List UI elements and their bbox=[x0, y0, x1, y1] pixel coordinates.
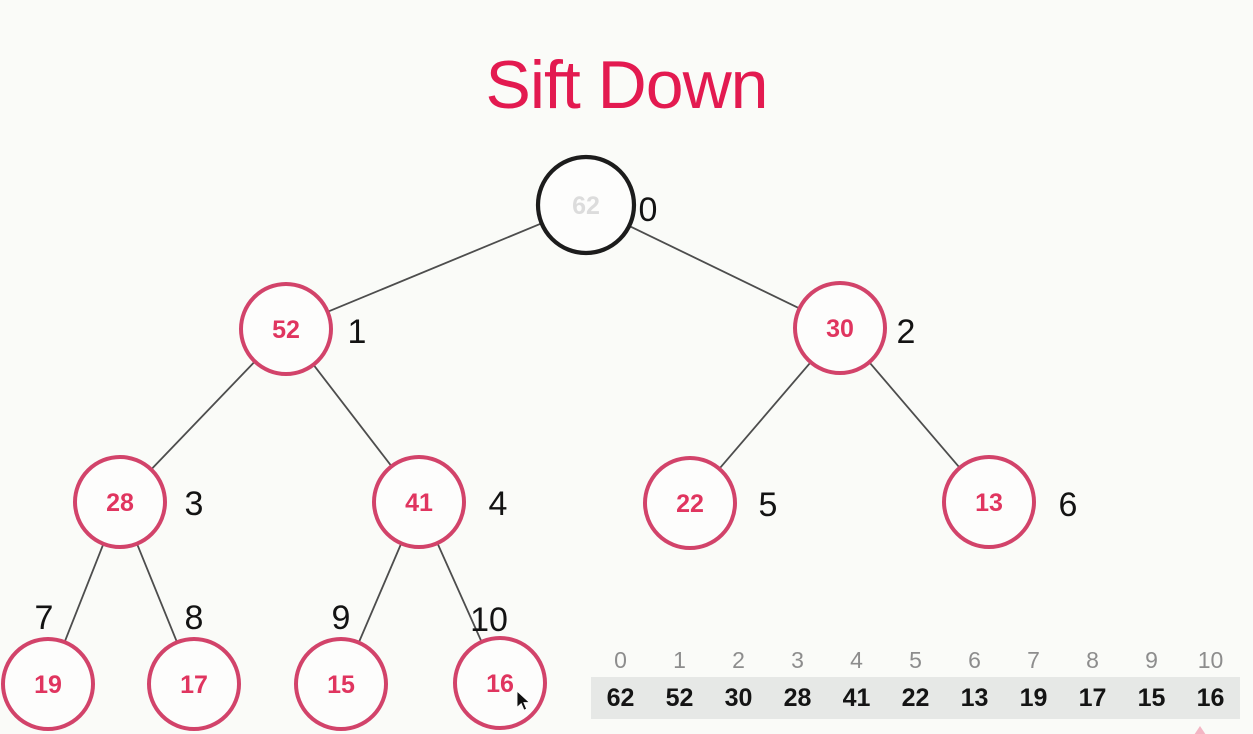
tree-edge bbox=[63, 543, 105, 643]
node-index-label: 5 bbox=[759, 486, 778, 524]
node-circle bbox=[294, 637, 388, 731]
node-index-label: 7 bbox=[35, 599, 54, 637]
tree-node[interactable]: 13 6 bbox=[942, 455, 1078, 549]
array-index-cell: 6 bbox=[968, 646, 981, 673]
node-circle bbox=[147, 637, 241, 731]
array-value-cell[interactable]: 19 bbox=[1004, 677, 1063, 719]
node-index-label: 6 bbox=[1059, 486, 1078, 524]
node-index-label: 1 bbox=[348, 313, 367, 351]
node-index-label: 9 bbox=[332, 599, 351, 637]
tree-edges bbox=[63, 222, 961, 643]
node-circle bbox=[793, 281, 887, 375]
array-value-cell[interactable]: 16 bbox=[1181, 677, 1240, 719]
array-index-cell: 4 bbox=[850, 646, 863, 673]
tree-edge bbox=[150, 360, 256, 471]
array-value-cell[interactable]: 52 bbox=[650, 677, 709, 719]
node-value-label: 19 bbox=[34, 671, 62, 699]
node-value-label: 52 bbox=[272, 316, 300, 344]
node-circle bbox=[1, 637, 95, 731]
tree-edge bbox=[312, 364, 393, 467]
tree-node[interactable]: 30 2 bbox=[793, 281, 916, 375]
node-value-label: 28 bbox=[106, 489, 134, 517]
node-value-label: 41 bbox=[405, 489, 433, 517]
array-index-cell: 3 bbox=[791, 646, 804, 673]
array-index-row: 0 1 2 3 4 5 6 7 8 9 10 bbox=[591, 643, 1240, 677]
tree-node[interactable]: 17 8 bbox=[147, 599, 241, 731]
node-value-label: 17 bbox=[180, 671, 208, 699]
array-value-cell[interactable]: 13 bbox=[945, 677, 1004, 719]
array-value-cell[interactable]: 30 bbox=[709, 677, 768, 719]
tree-node[interactable]: 22 5 bbox=[643, 456, 778, 550]
mouse-cursor-icon bbox=[516, 690, 531, 711]
tree-node[interactable]: 19 7 bbox=[1, 599, 95, 731]
tree-edge bbox=[868, 361, 961, 469]
tree-edge bbox=[436, 542, 483, 643]
array-value-cell[interactable]: 28 bbox=[768, 677, 827, 719]
tree-edge bbox=[357, 543, 403, 643]
tree-edge bbox=[628, 225, 800, 310]
array-value-cell[interactable]: 62 bbox=[591, 677, 650, 719]
array-index-cell: 9 bbox=[1145, 646, 1158, 673]
node-circle bbox=[942, 455, 1036, 549]
node-index-label: 8 bbox=[185, 599, 204, 637]
tree-node[interactable]: 15 9 bbox=[294, 599, 388, 731]
tree-node[interactable]: 28 3 bbox=[73, 455, 204, 549]
node-index-label: 2 bbox=[897, 313, 916, 351]
node-value-label: 30 bbox=[826, 315, 854, 343]
node-value-label: 16 bbox=[486, 670, 514, 698]
array-index-cell: 8 bbox=[1086, 646, 1099, 673]
array-index-cell: 0 bbox=[614, 646, 627, 673]
array-value-cell[interactable]: 22 bbox=[886, 677, 945, 719]
array-value-cell[interactable]: 41 bbox=[827, 677, 886, 719]
array-index-cell: 10 bbox=[1197, 646, 1224, 673]
tree-node[interactable]: 52 1 bbox=[239, 282, 367, 376]
node-index-label: 4 bbox=[489, 485, 508, 523]
node-index-label: 0 bbox=[639, 191, 658, 229]
tree-node[interactable]: 41 4 bbox=[372, 455, 508, 549]
node-circle bbox=[372, 455, 466, 549]
node-circle bbox=[535, 154, 637, 256]
array-index-cell: 2 bbox=[732, 646, 745, 673]
node-index-label: 3 bbox=[185, 485, 204, 523]
tree-node[interactable]: 62 0 bbox=[535, 154, 658, 256]
array-index-cell: 1 bbox=[673, 646, 686, 673]
node-circle bbox=[643, 456, 737, 550]
node-circle bbox=[239, 282, 333, 376]
tree-edge bbox=[327, 222, 542, 313]
node-value-label: 22 bbox=[676, 490, 704, 518]
node-value-label: 13 bbox=[975, 489, 1003, 517]
tree-edge bbox=[718, 361, 812, 470]
node-circle bbox=[73, 455, 167, 549]
array-index-cell: 5 bbox=[909, 646, 922, 673]
array-index-cell: 7 bbox=[1027, 646, 1040, 673]
page-title: Sift Down bbox=[485, 47, 769, 123]
node-value-label: 62 bbox=[572, 192, 600, 220]
node-index-label: 10 bbox=[470, 601, 508, 639]
array-position-marker-icon bbox=[1194, 726, 1206, 734]
node-value-label: 15 bbox=[327, 671, 355, 699]
array-value-cell[interactable]: 17 bbox=[1063, 677, 1122, 719]
tree-edge bbox=[136, 543, 178, 643]
array-value-cell[interactable]: 15 bbox=[1122, 677, 1181, 719]
